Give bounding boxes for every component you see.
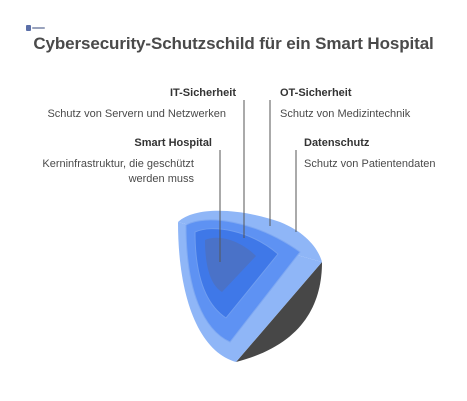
layer-core-description: Kerninfrastruktur, die geschützt werden …	[42, 158, 194, 185]
layer-core-shape	[205, 237, 256, 292]
layer-ot-description: Schutz von Medizintechnik	[280, 108, 411, 120]
layer-privacy-name: Datenschutz	[304, 137, 370, 149]
layer-it-name: IT-Sicherheit	[169, 87, 236, 99]
layer-privacy-description: Schutz von Patientendaten	[304, 158, 436, 170]
layer-ot-name: OT-Sicherheit	[280, 87, 352, 99]
layer-core-name: Smart Hospital	[134, 137, 212, 149]
page-title: Cybersecurity-Schutzschild für ein Smart…	[33, 34, 434, 53]
layer-it-description: Schutz von Servern und Netzwerken	[47, 108, 226, 120]
logo-icon	[26, 25, 45, 31]
